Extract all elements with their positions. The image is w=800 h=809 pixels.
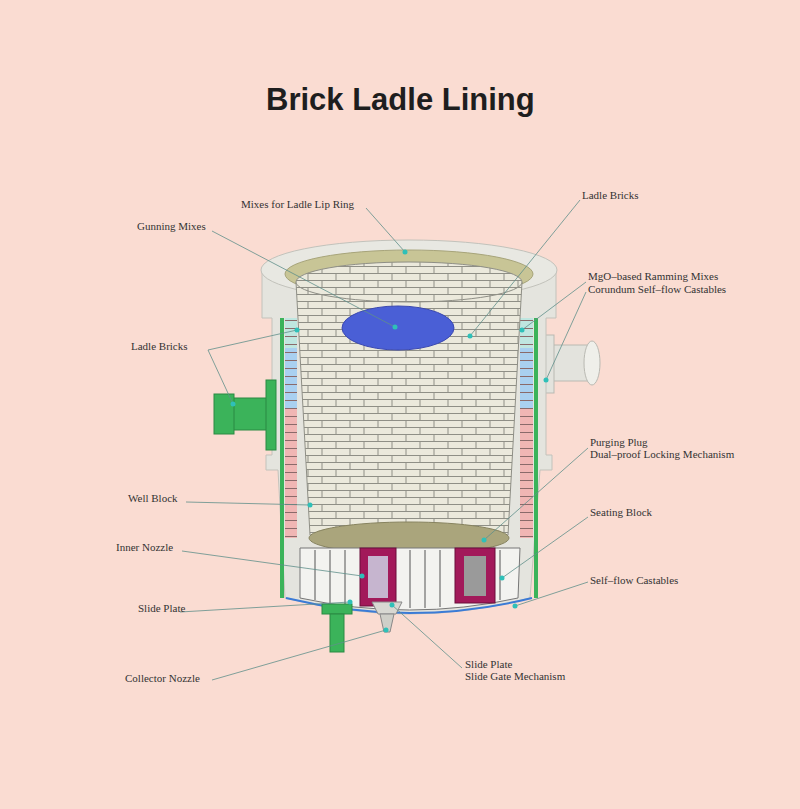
part-label: Corundum Self–flow Castables (588, 283, 726, 296)
part-label: Inner Nozzle (116, 541, 173, 554)
part-label: Slide Plate (138, 602, 185, 615)
nozzle (322, 602, 402, 652)
part-label: Slide Plate (465, 658, 512, 671)
gunning-area (342, 306, 454, 350)
part-label: Self–flow Castables (590, 574, 678, 587)
leader-line (180, 200, 588, 680)
part-label: Seating Block (590, 506, 652, 519)
leader-dot (231, 250, 549, 633)
part-label: Well Block (128, 492, 178, 505)
part-label: Collector Nozzle (125, 672, 200, 685)
part-label: Mixes for Ladle Lip Ring (241, 198, 354, 211)
trunnion (540, 335, 600, 393)
part-label: MgO–based Ramming Mixes (588, 270, 718, 283)
part-label: Ladle Bricks (131, 340, 188, 353)
trunnion (214, 380, 276, 450)
part-label: Ladle Bricks (582, 189, 639, 202)
brick-lining (296, 262, 522, 302)
ladle-shell (262, 272, 556, 614)
diagram-title: Brick Ladle Lining (266, 82, 535, 118)
part-label: Slide Gate Mechanism (465, 670, 565, 683)
part-label: Dual–proof Locking Mechanism (590, 448, 734, 461)
part-label: Purging Plug (590, 436, 648, 449)
part-label: Gunning Mixes (137, 220, 206, 233)
brick-lining (296, 282, 522, 548)
